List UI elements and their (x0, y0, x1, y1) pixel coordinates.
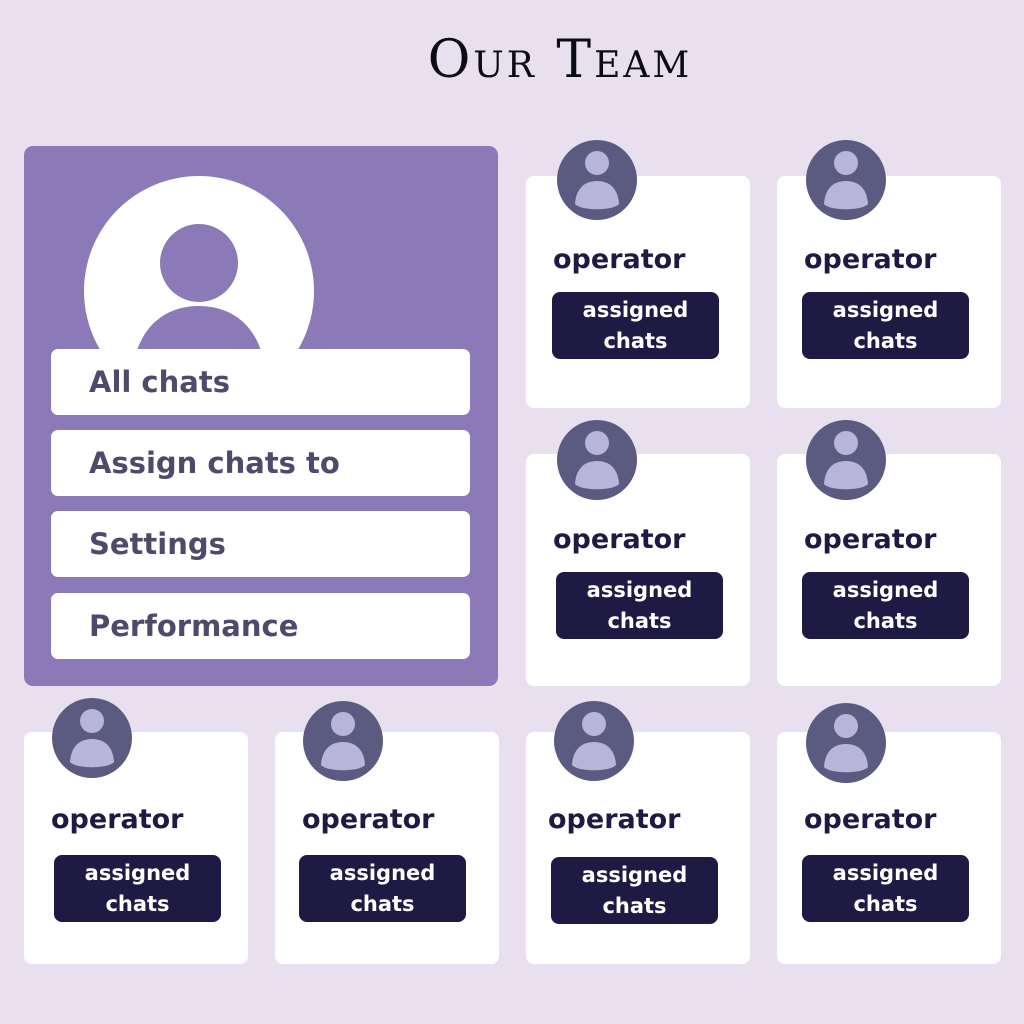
operator-avatar (806, 420, 886, 500)
assigned-chats-button[interactable]: assigned chats (552, 292, 719, 359)
assigned-chats-button[interactable]: assigned chats (802, 292, 969, 359)
menu-item-performance[interactable]: Performance (51, 593, 470, 659)
badge-line-1: assigned (586, 577, 693, 602)
operator-card (777, 454, 1001, 686)
operator-label: operator (302, 804, 435, 835)
operator-avatar (557, 420, 637, 500)
user-avatar-icon (572, 712, 616, 771)
badge-line-1: assigned (582, 297, 689, 322)
user-avatar-icon (70, 709, 114, 768)
user-avatar-icon (321, 712, 365, 771)
user-avatar-icon (824, 714, 868, 773)
badge-line-2: chats (853, 891, 918, 916)
operator-avatar (806, 703, 886, 783)
badge-line-1: assigned (832, 860, 939, 885)
menu-item-settings[interactable]: Settings (51, 511, 470, 577)
operator-label: operator (51, 804, 184, 835)
operator-card (24, 732, 248, 964)
operator-label: operator (553, 524, 686, 555)
badge-line-1: assigned (84, 860, 191, 885)
operator-label: operator (553, 244, 686, 275)
assigned-chats-button[interactable]: assigned chats (802, 855, 969, 922)
operator-avatar (303, 701, 383, 781)
operator-card (526, 732, 750, 964)
operator-avatar (52, 698, 132, 778)
assigned-chats-button[interactable]: assigned chats (802, 572, 969, 639)
badge-line-2: chats (853, 328, 918, 353)
operator-avatar (806, 140, 886, 220)
operator-label: operator (804, 244, 937, 275)
user-avatar-icon (575, 431, 619, 490)
badge-line-1: assigned (832, 577, 939, 602)
badge-line-2: chats (105, 891, 170, 916)
page-title: Our Team (427, 30, 693, 90)
assigned-chats-button[interactable]: assigned chats (556, 572, 723, 639)
operator-card (777, 732, 1001, 964)
operator-avatar (557, 140, 637, 220)
badge-line-1: assigned (581, 862, 688, 887)
badge-line-2: chats (602, 893, 667, 918)
operator-label: operator (804, 524, 937, 555)
operator-card (275, 732, 499, 964)
menu-item-assign-chats[interactable]: Assign chats to (51, 430, 470, 496)
badge-line-2: chats (603, 328, 668, 353)
user-avatar-icon (824, 431, 868, 490)
operator-label: operator (804, 804, 937, 835)
menu-item-all-chats[interactable]: All chats (51, 349, 470, 415)
user-avatar-icon (575, 151, 619, 210)
operator-label: operator (548, 804, 681, 835)
assigned-chats-button[interactable]: assigned chats (551, 857, 718, 924)
assigned-chats-button[interactable]: assigned chats (54, 855, 221, 922)
badge-line-2: chats (607, 608, 672, 633)
badge-line-2: chats (853, 608, 918, 633)
badge-line-2: chats (350, 891, 415, 916)
badge-line-1: assigned (329, 860, 436, 885)
user-avatar-icon (824, 151, 868, 210)
badge-line-1: assigned (832, 297, 939, 322)
operator-avatar (554, 701, 634, 781)
operator-card (526, 454, 750, 686)
assigned-chats-button[interactable]: assigned chats (299, 855, 466, 922)
